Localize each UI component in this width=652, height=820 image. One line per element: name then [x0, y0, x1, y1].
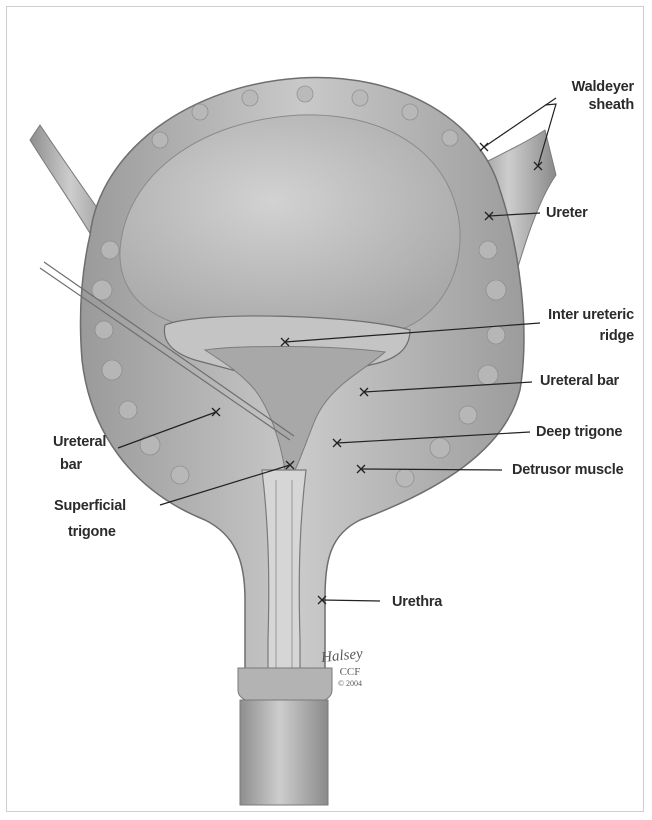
label-ureter: Ureter: [546, 204, 588, 222]
signature-year: © 2004: [328, 679, 372, 688]
label-deep-trigone: Deep trigone: [536, 423, 622, 441]
label-ureteral-bar-left-line1: Ureteral: [53, 433, 106, 451]
label-urethra: Urethra: [392, 593, 442, 611]
label-detrusor-muscle: Detrusor muscle: [512, 461, 623, 479]
label-ureteral-bar-left-line2: bar: [60, 456, 82, 474]
urethra-stump: [238, 668, 332, 705]
label-ureteral-bar-right: Ureteral bar: [540, 372, 619, 390]
label-inter-ureteric-line1: Inter ureteric: [520, 306, 634, 324]
leader-urethra: [322, 600, 380, 601]
label-waldeyer-line2: sheath: [560, 96, 634, 114]
label-superficial-trigone-line1: Superficial: [54, 497, 126, 515]
urethra-channel: [262, 470, 306, 690]
signature-org: CCF: [330, 666, 370, 678]
label-superficial-trigone-line2: trigone: [68, 523, 116, 541]
label-waldeyer-line1: Waldeyer: [560, 78, 634, 96]
label-inter-ureteric-line2: ridge: [520, 327, 634, 345]
